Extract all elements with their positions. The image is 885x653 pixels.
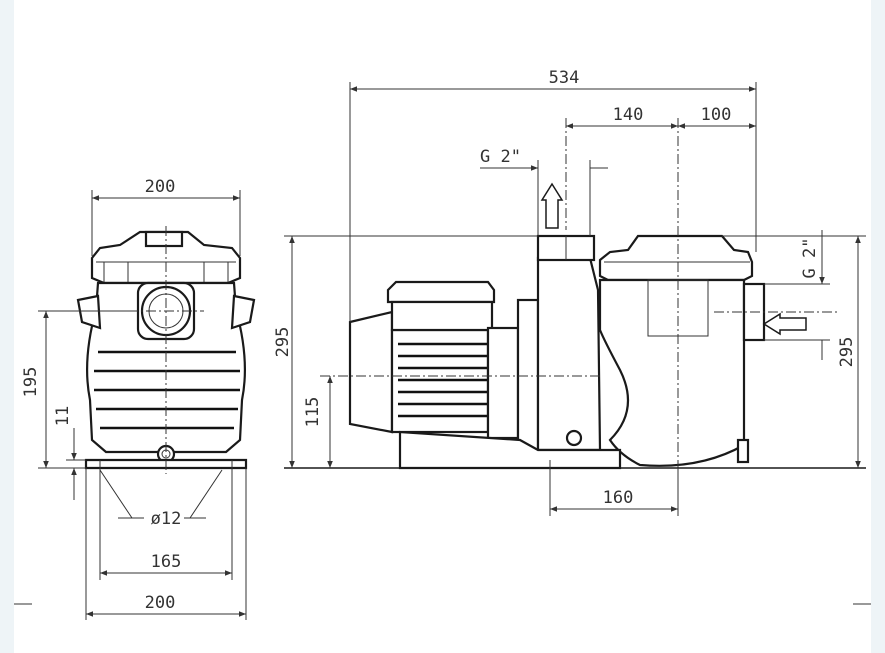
side-motor-flange <box>486 326 520 440</box>
side-terminal-box <box>386 280 496 304</box>
dim-overall-length: 534 <box>549 68 580 88</box>
dim-front-foot: 11 <box>53 406 73 426</box>
inlet-flow-arrow <box>762 312 807 336</box>
side-prefilter-body <box>598 278 746 467</box>
dim-inlet-thread: G 2" <box>800 238 820 279</box>
dim-side-height-left: 295 <box>273 327 293 358</box>
dim-front-width-bottom: 200 <box>145 593 176 613</box>
front-left-lug <box>76 294 102 330</box>
front-lid-handle <box>144 230 184 248</box>
side-drain-cap <box>736 438 750 464</box>
outlet-flow-arrow <box>540 182 564 229</box>
side-motor-endcap <box>348 310 394 434</box>
dim-side-height-right: 295 <box>837 337 857 368</box>
side-prefilter-lid <box>598 234 754 282</box>
dim-front-hole: ø12 <box>151 509 182 529</box>
front-right-lug <box>230 294 256 330</box>
side-terminal-base <box>390 300 494 332</box>
side-drain-plug <box>565 429 583 447</box>
dim-front-width-top: 200 <box>145 177 176 197</box>
dim-shaft-height: 115 <box>303 397 323 428</box>
right-frame-border <box>871 0 885 653</box>
dim-front-height: 195 <box>21 367 41 398</box>
front-view: 200 195 11 ø12 165 <box>21 177 256 620</box>
side-view: 534 140 100 G 2" G 2" 295 <box>273 68 866 516</box>
dim-base-offset: 160 <box>603 488 634 508</box>
side-pump-flange <box>516 298 540 452</box>
left-frame-border <box>0 0 14 653</box>
dim-outlet-thread: G 2" <box>480 147 521 167</box>
dim-front-hole-spacing: 165 <box>151 552 182 572</box>
side-volute <box>536 256 602 452</box>
dim-inlet-offset: 100 <box>701 105 732 125</box>
dim-outlet-offset: 140 <box>613 105 644 125</box>
